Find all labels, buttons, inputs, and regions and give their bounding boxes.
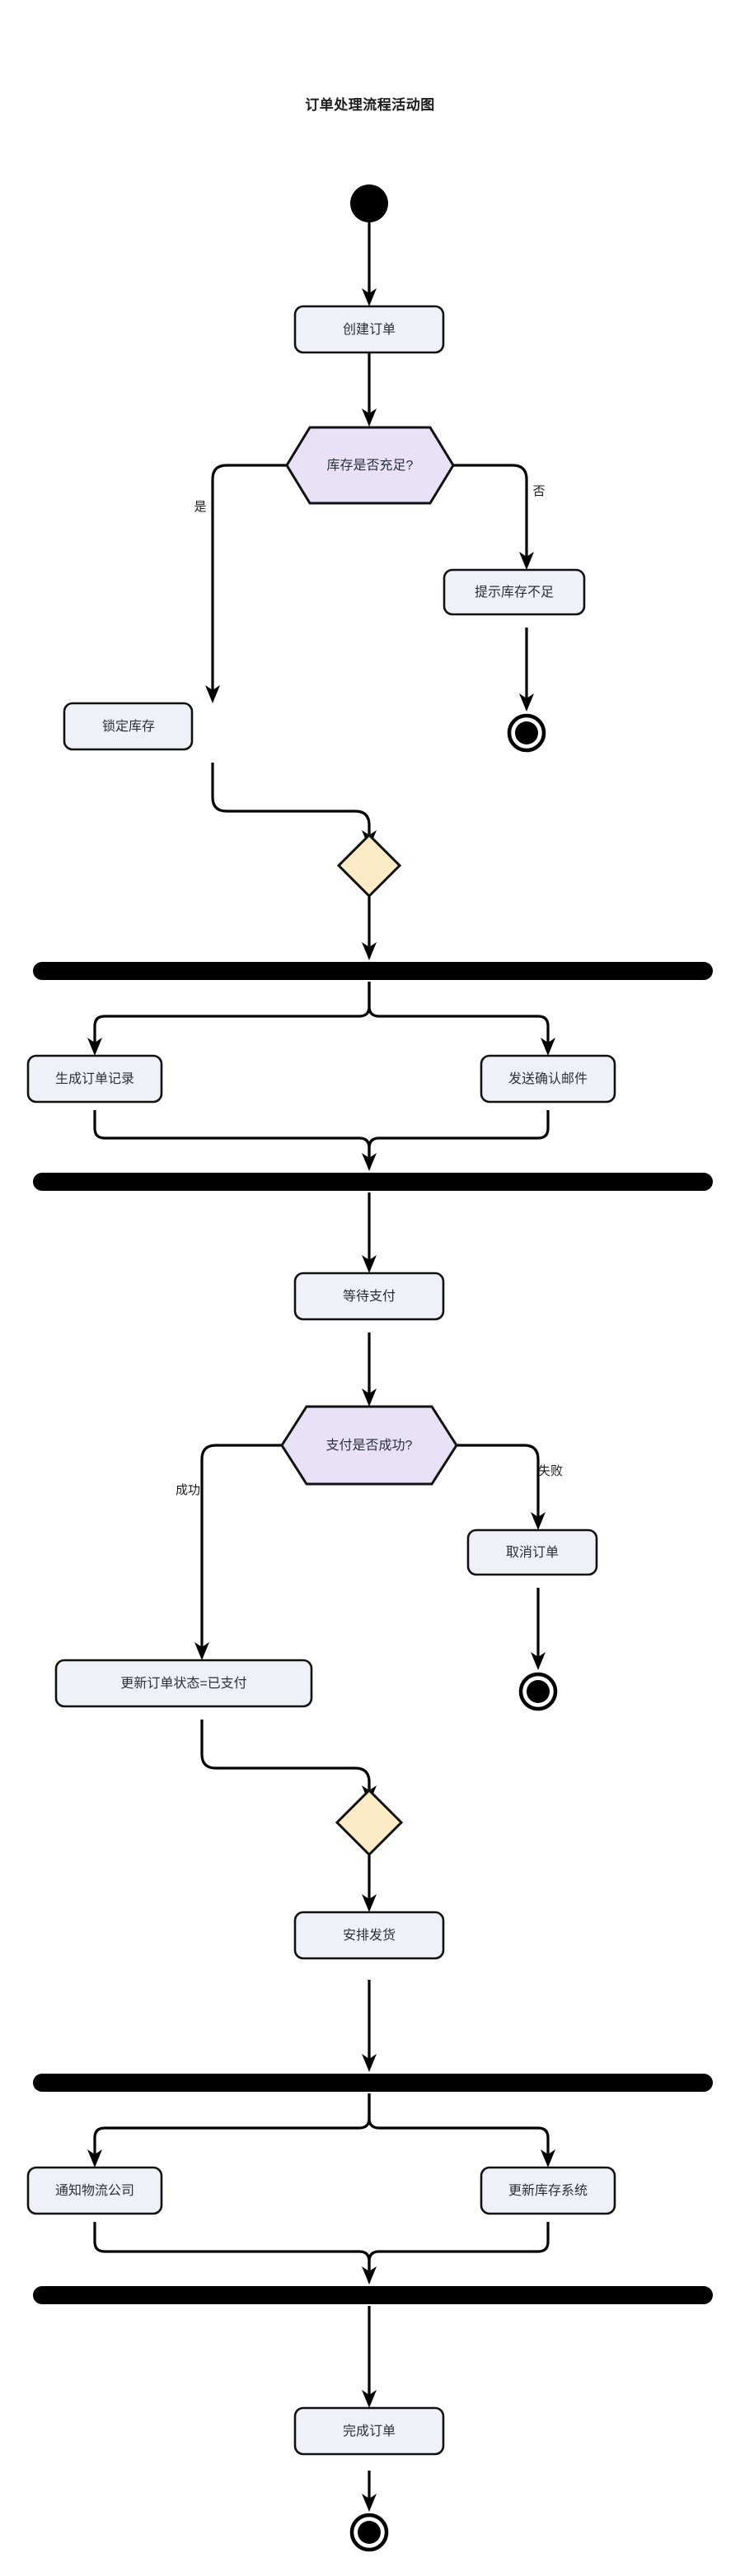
arrowhead-start-to-create-order <box>362 288 377 306</box>
activity-out-of-stock-label: 提示库存不足 <box>475 585 554 600</box>
edge-update-inventory-to-join2 <box>368 2222 550 2271</box>
arrowhead-join1-to-wait <box>362 1255 377 1273</box>
activity-update-status[interactable]: 更新订单状态=已支付 <box>54 1659 313 1708</box>
decision-payment-label: 支付是否成功? <box>326 1438 413 1453</box>
edge-notify-logistics-to-join2 <box>93 2222 371 2271</box>
page-title: 订单处理流程活动图 <box>305 97 435 113</box>
end-node-out-of-stock[interactable] <box>507 713 546 753</box>
arrowhead-fork1-right <box>541 1038 555 1056</box>
activity-lock-stock[interactable]: 锁定库存 <box>63 702 194 751</box>
arrowhead-fork2-right <box>541 2149 555 2168</box>
arrowhead-to-join1 <box>362 1153 377 1171</box>
arrowhead-stock-yes <box>205 685 220 703</box>
arrowhead-payment-fail <box>531 1512 546 1530</box>
activity-notify-logistics-label: 通知物流公司 <box>55 2183 134 2198</box>
arrowhead-wait-to-payment <box>362 1388 377 1407</box>
edge-send-email-to-join1 <box>368 1110 550 1158</box>
decision-payment-success[interactable]: 支付是否成功? <box>280 1405 458 1486</box>
edge-stock-yes-to-lock-stock <box>211 464 287 690</box>
edge-payment-success-to-update-status <box>200 1444 282 1647</box>
activity-create-order[interactable]: 创建订单 <box>293 305 445 354</box>
edge-fork1-to-create-record <box>93 982 371 1043</box>
arrowhead-merge-to-fork1 <box>362 942 377 960</box>
activity-lock-stock-label: 锁定库存 <box>102 719 155 734</box>
arrowhead-cancel-to-end <box>531 1652 546 1670</box>
start-node[interactable] <box>350 184 388 222</box>
arrowhead-notice-to-end <box>519 693 534 712</box>
activity-create-record-label: 生成订单记录 <box>55 1071 134 1086</box>
edge-lock-stock-to-merge <box>211 763 371 835</box>
activity-complete-order-label: 完成订单 <box>343 2424 396 2438</box>
activity-notify-logistics[interactable]: 通知物流公司 <box>26 2166 163 2215</box>
edge-fork2-to-update-inventory <box>368 2093 550 2154</box>
edge-update-status-to-merge2 <box>200 1720 371 1790</box>
activity-out-of-stock-notice[interactable]: 提示库存不足 <box>443 568 586 616</box>
arrowhead-complete-to-end <box>362 2494 377 2512</box>
activity-arrange-shipping[interactable]: 安排发货 <box>293 1911 445 1960</box>
activity-send-email[interactable]: 发送确认邮件 <box>480 1054 616 1104</box>
activity-cancel-order[interactable]: 取消订单 <box>466 1528 598 1576</box>
arrowhead-fork1-left <box>87 1038 102 1056</box>
edge-fork2-to-notify-logistics <box>93 2093 371 2154</box>
arrowhead-fork2-left <box>87 2149 102 2168</box>
edge-create-record-to-join1 <box>93 1110 371 1158</box>
edge-stock-no-to-notice <box>452 464 528 557</box>
activity-update-status-label: 更新订单状态=已支付 <box>120 1676 246 1691</box>
activity-create-record[interactable]: 生成订单记录 <box>26 1054 163 1104</box>
end-node-complete[interactable] <box>349 2513 389 2552</box>
activity-wait-payment-label: 等待支付 <box>343 1289 396 1304</box>
arrowhead-to-join2 <box>362 2266 377 2284</box>
activity-complete-order[interactable]: 完成订单 <box>293 2406 445 2456</box>
arrowhead-merge2-to-shipping <box>362 1894 377 1912</box>
edge-fork1-to-send-email <box>368 982 550 1043</box>
activity-cancel-order-label: 取消订单 <box>506 1545 559 1560</box>
activity-send-email-label: 发送确认邮件 <box>508 1071 588 1086</box>
join-bar-1[interactable] <box>33 1173 713 1191</box>
edge-label-stock-yes: 是 <box>194 500 206 514</box>
fork-bar-1[interactable] <box>33 962 713 980</box>
merge-node-stock[interactable] <box>336 833 402 898</box>
merge-node-payment[interactable] <box>335 1788 404 1857</box>
decision-stock-label: 库存是否充足? <box>327 458 414 473</box>
edge-payment-fail-to-cancel-order <box>457 1444 540 1517</box>
arrowhead-shipping-to-fork2 <box>362 2054 377 2072</box>
arrowhead-join2-to-complete <box>362 2390 377 2408</box>
activity-update-inventory[interactable]: 更新库存系统 <box>480 2166 616 2215</box>
edge-layer <box>87 222 555 2512</box>
edge-label-payment-fail: 失败 <box>538 1464 563 1478</box>
join-bar-2[interactable] <box>33 2286 713 2304</box>
arrowhead-stock-no <box>519 552 534 570</box>
arrowhead-payment-success <box>194 1642 209 1660</box>
activity-create-order-label: 创建订单 <box>343 322 396 337</box>
decision-stock-sufficient[interactable]: 库存是否充足? <box>285 426 455 505</box>
activity-wait-payment[interactable]: 等待支付 <box>293 1272 445 1321</box>
activity-update-inventory-label: 更新库存系统 <box>508 2183 588 2198</box>
activity-arrange-shipping-label: 安排发货 <box>343 1928 396 1943</box>
edge-label-stock-no: 否 <box>532 484 545 498</box>
edge-label-payment-success: 成功 <box>176 1483 200 1497</box>
end-node-cancelled[interactable] <box>518 1672 558 1711</box>
arrowhead-create-order-to-stock <box>362 408 377 427</box>
fork-bar-2[interactable] <box>33 2074 713 2092</box>
